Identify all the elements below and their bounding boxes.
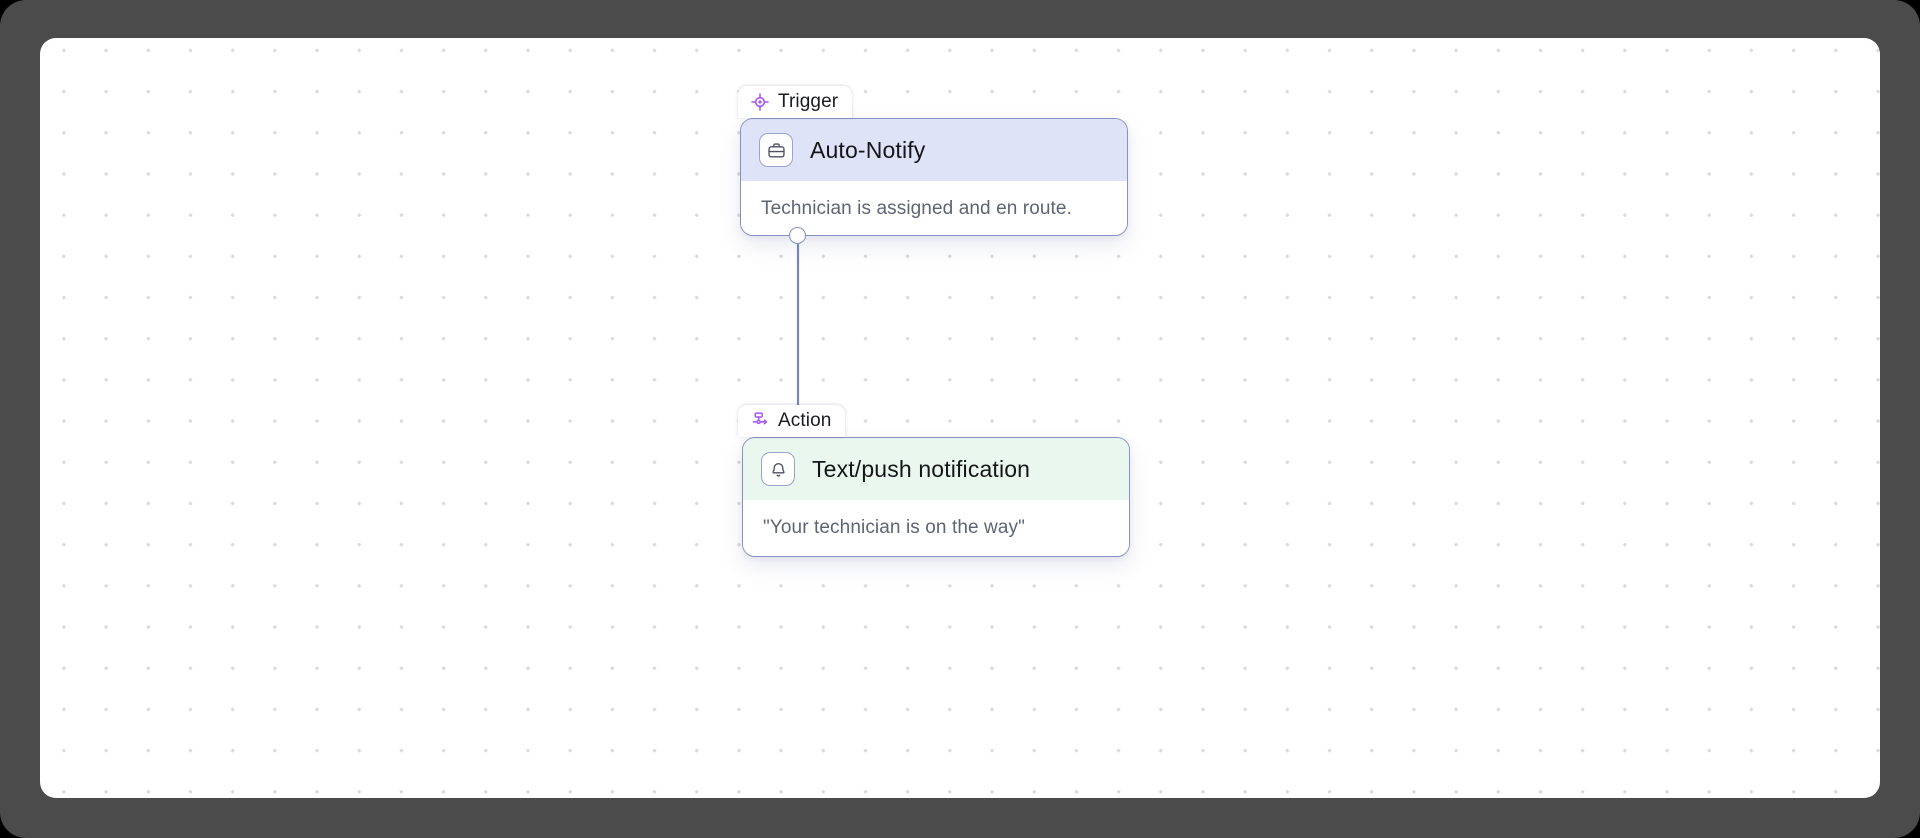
bell-icon bbox=[761, 452, 795, 486]
action-node[interactable]: Action Text/push notification "Your tech… bbox=[738, 405, 1130, 557]
trigger-card-header: Auto-Notify bbox=[741, 119, 1127, 181]
action-card-header: Text/push notification bbox=[743, 438, 1129, 500]
trigger-card-subtitle: Technician is assigned and en route. bbox=[761, 198, 1072, 219]
trigger-badge-label: Trigger bbox=[778, 91, 839, 112]
trigger-output-handle[interactable] bbox=[789, 227, 806, 244]
target-crosshair-icon bbox=[750, 92, 770, 112]
action-card-subtitle: "Your technician is on the way" bbox=[763, 517, 1025, 538]
action-badge-label: Action bbox=[778, 410, 832, 431]
action-card-body: "Your technician is on the way" bbox=[743, 500, 1129, 556]
trigger-card[interactable]: Auto-Notify Technician is assigned and e… bbox=[740, 118, 1128, 236]
trigger-card-body: Technician is assigned and en route. bbox=[741, 181, 1127, 235]
trigger-node-badge[interactable]: Trigger bbox=[738, 86, 853, 118]
workflow-branch-icon bbox=[750, 411, 770, 431]
briefcase-icon bbox=[759, 133, 793, 167]
action-card[interactable]: Text/push notification "Your technician … bbox=[742, 437, 1130, 557]
action-node-badge[interactable]: Action bbox=[738, 405, 846, 437]
workflow-canvas[interactable]: Trigger Auto-Notify Technician is assign… bbox=[40, 38, 1880, 798]
trigger-node[interactable]: Trigger Auto-Notify Technician is assign… bbox=[738, 86, 1128, 244]
action-card-title: Text/push notification bbox=[812, 455, 1031, 482]
trigger-card-title: Auto-Notify bbox=[810, 136, 926, 163]
